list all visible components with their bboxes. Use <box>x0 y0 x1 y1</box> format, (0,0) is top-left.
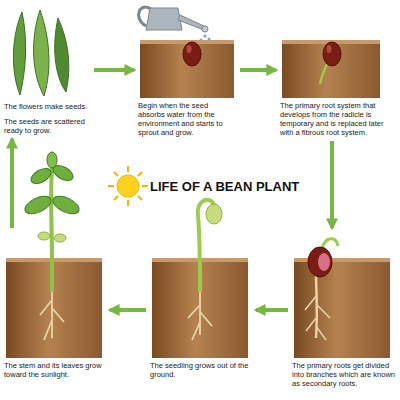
stage-caption: The seeds are scattered ready to grow. <box>4 117 90 135</box>
stage-arrow <box>330 141 334 228</box>
cotyledon <box>38 232 50 240</box>
seed-highlight <box>327 45 332 53</box>
stage-node: The primary roots get divided into branc… <box>292 232 398 388</box>
seed-inside <box>318 253 330 271</box>
secondary-root <box>305 295 330 340</box>
leaf <box>47 152 57 168</box>
stage-caption: The flowers make seeds. <box>4 102 90 111</box>
stage-node: The primary root system that develops fr… <box>280 38 386 137</box>
stage-arrow <box>256 308 288 312</box>
sun <box>117 175 139 197</box>
stage-arrow <box>110 308 146 312</box>
bean-pod <box>55 18 69 92</box>
sun-rays <box>108 166 148 206</box>
soil-block <box>140 40 234 98</box>
root-system <box>188 292 212 340</box>
stage-arrow <box>240 68 276 72</box>
leaf <box>50 193 81 218</box>
water-drop <box>204 35 207 38</box>
bean-pod <box>13 12 25 95</box>
stage-arrow <box>94 68 134 72</box>
bean-seed <box>323 42 341 66</box>
leaf <box>28 165 53 186</box>
bean-seed <box>183 42 201 66</box>
stage-node: The stem and its leaves grow toward the … <box>4 232 106 379</box>
stage-node: The seedling grows out of the ground. <box>150 232 252 379</box>
stage-node: Begin when the seed absorbs water from t… <box>138 38 236 137</box>
radicle <box>320 62 328 84</box>
stage-caption: The primary roots get divided into branc… <box>292 361 398 388</box>
plant-stem <box>49 166 54 292</box>
soil-block <box>282 40 380 98</box>
watering-can <box>146 8 182 30</box>
soil-block <box>294 258 390 358</box>
stage-node: The flowers make seeds. The seeds are sca… <box>4 8 90 135</box>
stage-caption: Begin when the seed absorbs water from t… <box>138 101 236 137</box>
stage-arrow <box>10 139 14 228</box>
bean-seed <box>308 247 332 277</box>
cotyledon <box>206 204 222 224</box>
diagram-title: LIFE OF A BEAN PLANT <box>150 179 299 194</box>
leaf <box>22 193 53 218</box>
stage-caption: The primary root system that develops fr… <box>280 101 386 137</box>
bean-pod <box>34 10 49 96</box>
root-system <box>40 290 64 340</box>
can-rose <box>202 26 208 32</box>
seed-highlight <box>187 45 192 53</box>
stage-caption: The stem and its leaves grow toward the … <box>4 361 106 379</box>
cotyledon <box>54 234 66 242</box>
stage-caption: The seedling grows out of the ground. <box>150 361 252 379</box>
shoot <box>322 239 338 248</box>
